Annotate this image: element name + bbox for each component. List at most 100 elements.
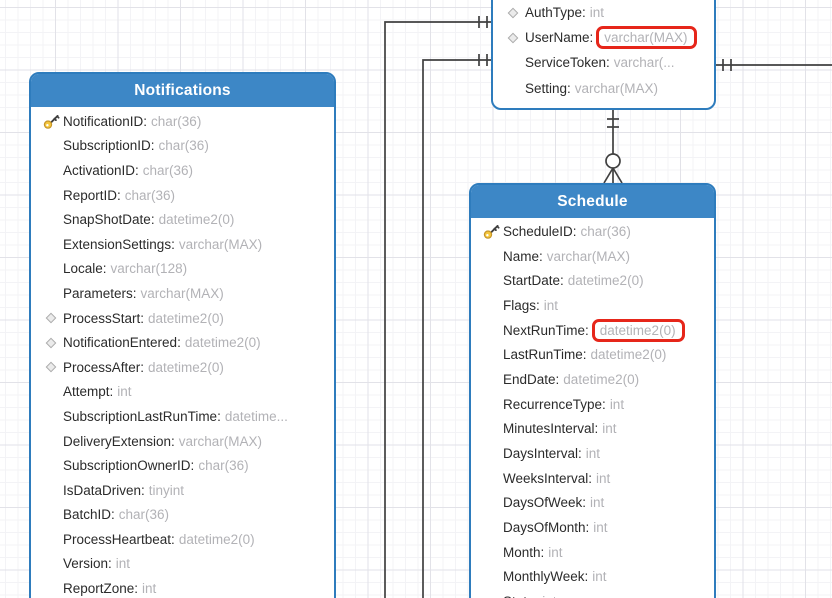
diamond-icon [501, 32, 525, 44]
field-type: int [117, 384, 132, 400]
field-type: int [602, 421, 617, 437]
field-row[interactable]: AuthType:int [493, 0, 714, 25]
field-name: MonthlyWeek: [503, 569, 589, 585]
field-row[interactable]: NextRunTime:datetime2(0) [471, 318, 714, 343]
field-row[interactable]: Setting:varchar(MAX) [493, 76, 714, 101]
field-row[interactable]: StartDate:datetime2(0) [471, 268, 714, 293]
field-row[interactable]: IsDataDriven:tinyint [31, 478, 334, 503]
crows-foot-icon [612, 167, 623, 184]
field-name: WeeksInterval: [503, 470, 593, 486]
field-name: ExtensionSettings: [63, 236, 175, 252]
field-name: DaysInterval: [503, 446, 582, 462]
field-name: EndDate: [503, 371, 560, 387]
field-row[interactable]: LastRunTime:datetime2(0) [471, 342, 714, 367]
connector-right [716, 59, 832, 71]
field-name: ProcessHeartbeat: [63, 531, 175, 547]
field-type: datetime2(0) [178, 531, 255, 547]
field-type: int [590, 495, 605, 511]
field-row[interactable]: ProcessStart:datetime2(0) [31, 306, 334, 331]
field-row[interactable]: ReportZone:int [31, 576, 334, 598]
field-row[interactable]: DeliveryExtension:varchar(MAX) [31, 429, 334, 454]
diamond-icon [39, 312, 63, 324]
field-row[interactable]: NotificationID:char(36) [31, 109, 334, 134]
field-row[interactable]: ServiceToken:varchar(... [493, 50, 714, 75]
field-row[interactable]: State: int [471, 589, 714, 598]
field-row[interactable]: ExtensionSettings:varchar(MAX) [31, 232, 334, 257]
field-name: Attempt: [63, 384, 114, 400]
field-name: Month: [503, 544, 545, 560]
field-type: int [548, 544, 563, 560]
field-name: Parameters: [63, 285, 137, 301]
field-row[interactable]: BatchID:char(36) [31, 503, 334, 528]
field-type: varchar(MAX) [574, 80, 659, 96]
field-type: int [593, 520, 608, 536]
field-row[interactable]: RecurrenceType:int [471, 392, 714, 417]
field-type: int [589, 5, 605, 21]
field-name: ActivationID: [63, 162, 139, 178]
table-notifications-header[interactable]: Notifications [31, 74, 334, 107]
field-type: char(36) [142, 162, 194, 178]
field-row[interactable]: Parameters:varchar(MAX) [31, 281, 334, 306]
field-row[interactable]: SubscriptionLastRunTime:datetime... [31, 404, 334, 429]
field-row[interactable]: UserName:varchar(MAX) [493, 25, 714, 50]
field-type: int [115, 556, 131, 572]
field-type: char(36) [580, 223, 631, 239]
field-row[interactable]: MonthlyWeek:int [471, 565, 714, 590]
field-name: ProcessAfter: [63, 359, 145, 375]
field-name: StartDate: [503, 273, 564, 289]
field-row[interactable]: SubscriptionID:char(36) [31, 134, 334, 159]
field-name: State: [503, 594, 538, 598]
field-type: tinyint [148, 482, 185, 498]
field-row[interactable]: WeeksInterval:int [471, 466, 714, 491]
field-type: datetime2(0) [148, 359, 224, 375]
field-name: SubscriptionID: [63, 138, 155, 154]
field-row[interactable]: ActivationID:char(36) [31, 158, 334, 183]
field-type: varchar(... [613, 55, 675, 71]
field-type: int [542, 594, 556, 598]
crows-foot-icon [603, 167, 614, 184]
table-notifications-fields: NotificationID:char(36)SubscriptionID:ch… [31, 107, 334, 598]
table-schedule[interactable]: Schedule ScheduleID:char(36)Name:varchar… [469, 183, 716, 598]
field-row[interactable]: Name:varchar(MAX) [471, 244, 714, 269]
field-row[interactable]: SubscriptionOwnerID:char(36) [31, 453, 334, 478]
field-row[interactable]: ProcessAfter:datetime2(0) [31, 355, 334, 380]
field-name: NextRunTime: [503, 322, 589, 338]
field-name: SubscriptionOwnerID: [63, 458, 195, 474]
field-row[interactable]: Version:int [31, 552, 334, 577]
field-name: DeliveryExtension: [63, 433, 175, 449]
field-type: datetime2(0) [563, 371, 640, 387]
field-row[interactable]: EndDate:datetime2(0) [471, 367, 714, 392]
field-row[interactable]: NotificationEntered:datetime2(0) [31, 330, 334, 355]
field-row[interactable]: ReportID:char(36) [31, 183, 334, 208]
field-row[interactable]: MinutesInterval:int [471, 417, 714, 442]
field-row[interactable]: DaysOfMonth:int [471, 515, 714, 540]
table-notifications[interactable]: Notifications NotificationID:char(36)Sub… [29, 72, 336, 598]
field-row[interactable]: Flags:int [471, 293, 714, 318]
field-row[interactable]: DaysInterval:int [471, 441, 714, 466]
field-type: int [596, 470, 611, 486]
field-name: BatchID: [63, 507, 115, 523]
field-row[interactable]: ScheduleID:char(36) [471, 219, 714, 244]
zero-circle-icon [605, 153, 621, 169]
field-name: SnapShotDate: [63, 212, 155, 228]
field-type: int [585, 446, 601, 462]
field-row[interactable]: Attempt:int [31, 380, 334, 405]
field-name: ReportZone: [63, 581, 139, 597]
field-type: datetime2(0) [590, 347, 667, 363]
field-type: datetime2(0) [184, 335, 261, 351]
field-name: DaysOfMonth: [503, 520, 590, 536]
field-row[interactable]: SnapShotDate:datetime2(0) [31, 207, 334, 232]
field-row[interactable]: ProcessHeartbeat:datetime2(0) [31, 527, 334, 552]
table-title: Notifications [134, 81, 231, 99]
field-row[interactable]: Locale:varchar(128) [31, 257, 334, 282]
table-schedule-header[interactable]: Schedule [471, 185, 714, 218]
field-name: AuthType: [525, 5, 586, 21]
field-name: DaysOfWeek: [503, 495, 587, 511]
field-row[interactable]: DaysOfWeek:int [471, 491, 714, 516]
field-type: datetime2(0) [148, 310, 224, 326]
field-row[interactable]: Month:int [471, 540, 714, 565]
key-icon [39, 113, 63, 130]
field-type: int [543, 297, 559, 313]
